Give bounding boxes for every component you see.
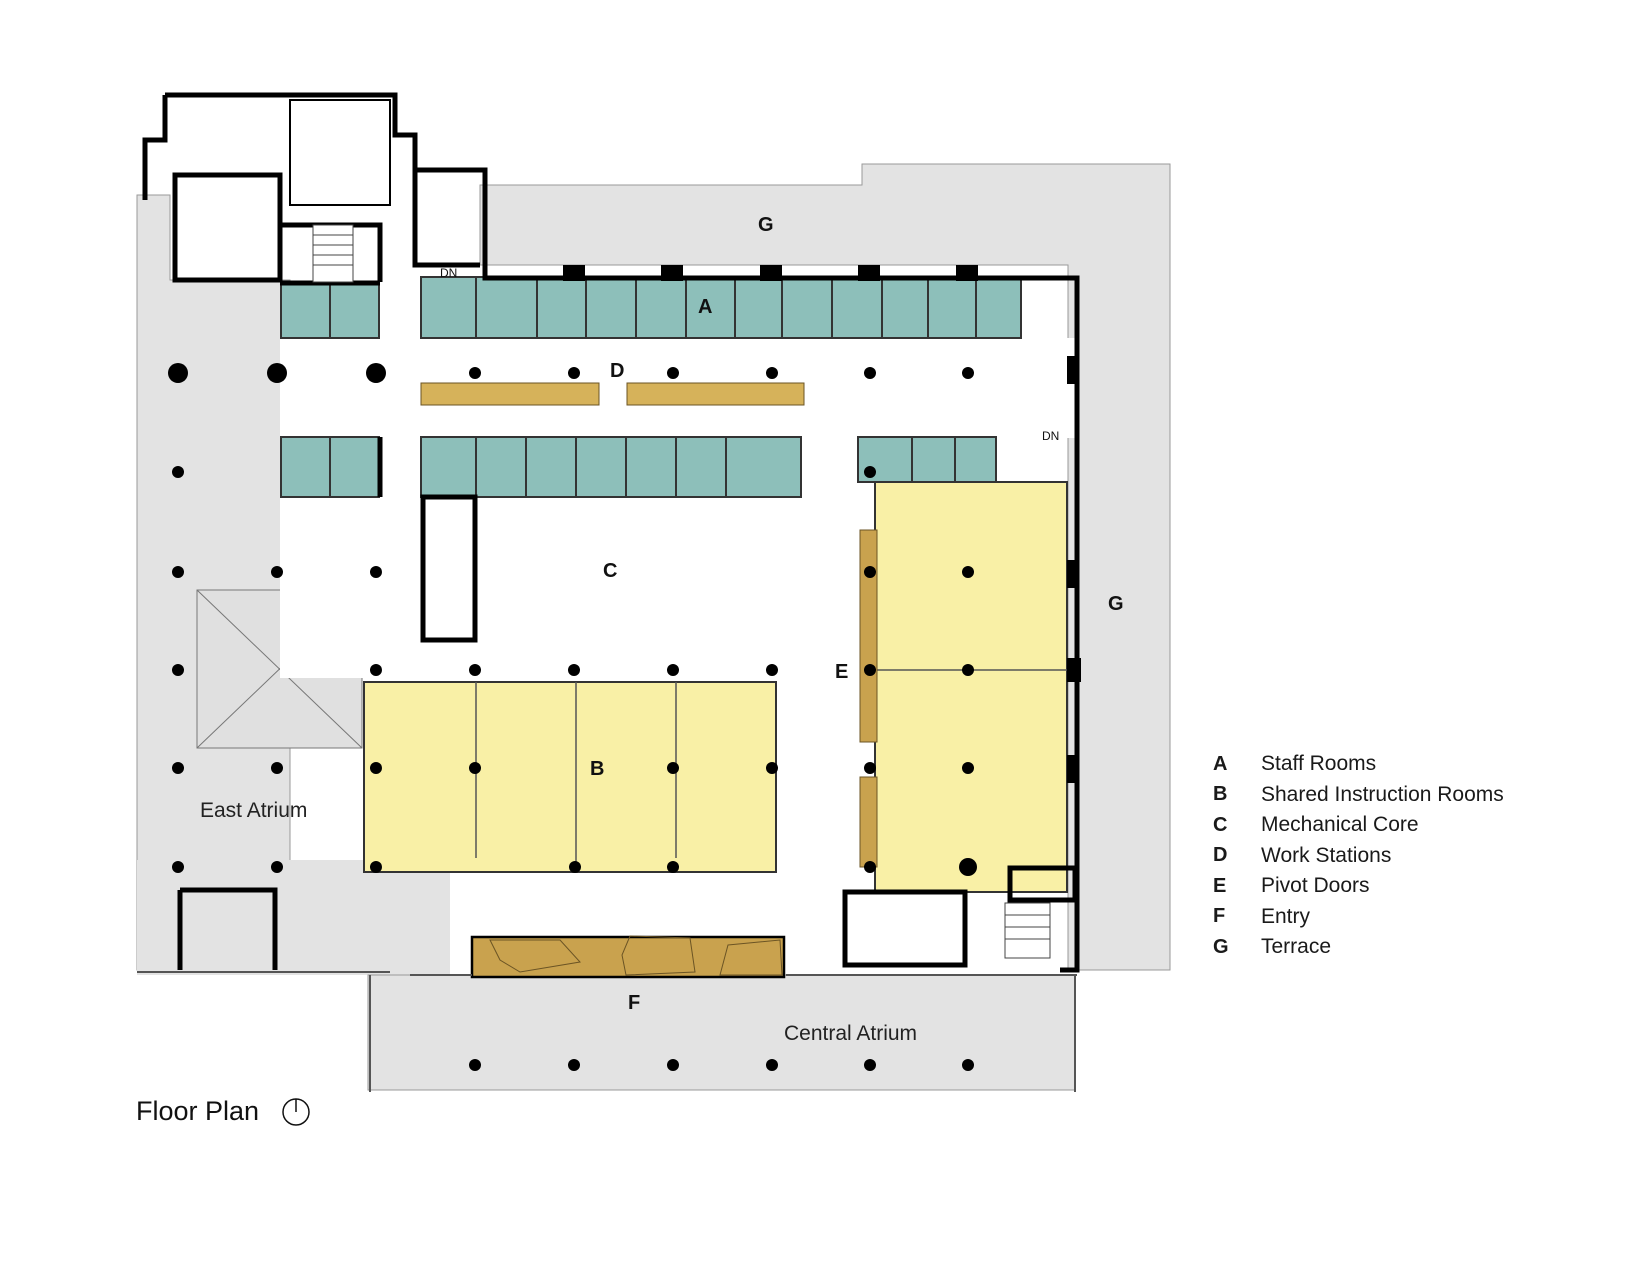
label-c: C [603, 560, 617, 582]
legend-key: F [1213, 905, 1226, 928]
legend-item: A Staff Rooms [1213, 749, 1593, 780]
legend-key: B [1213, 783, 1228, 806]
legend: A Staff Rooms B Shared Instruction Rooms… [1213, 749, 1593, 963]
label-east-atrium: East Atrium [200, 799, 307, 822]
legend-item: F Entry [1213, 902, 1593, 933]
upper-core [289, 99, 391, 206]
label-g-right: G [1108, 593, 1124, 615]
columns [168, 363, 977, 1071]
legend-item: G Terrace [1213, 932, 1593, 963]
legend-text: Mechanical Core [1261, 813, 1419, 837]
legend-text: Pivot Doors [1261, 874, 1370, 898]
legend-item: E Pivot Doors [1213, 871, 1593, 902]
legend-key: G [1213, 935, 1229, 958]
label-e: E [835, 661, 848, 683]
label-g-top: G [758, 214, 774, 236]
legend-key: D [1213, 844, 1228, 867]
walls [142, 92, 1080, 973]
label-f: F [628, 992, 640, 1014]
legend-key: E [1213, 874, 1227, 897]
legend-item: D Work Stations [1213, 841, 1593, 872]
label-central-atrium: Central Atrium [784, 1022, 917, 1045]
stair-mark-dn-2: DN [1042, 429, 1059, 443]
label-a: A [698, 296, 712, 318]
legend-item: B Shared Instruction Rooms [1213, 780, 1593, 811]
staff-room-partitions [329, 277, 977, 497]
staff-rooms [280, 276, 1022, 498]
legend-text: Work Stations [1261, 843, 1392, 867]
legend-text: Staff Rooms [1261, 752, 1377, 776]
stair-mark-dn-1: DN [440, 266, 457, 280]
plan-caption: Floor Plan [136, 1096, 311, 1127]
legend-item: C Mechanical Core [1213, 810, 1593, 841]
wall-piers [563, 265, 1081, 783]
legend-key: A [1213, 752, 1228, 775]
label-b: B [590, 758, 604, 780]
plan-title: Floor Plan [136, 1096, 260, 1126]
legend-key: C [1213, 813, 1228, 836]
stairs [312, 224, 1051, 959]
legend-text: Terrace [1261, 935, 1332, 959]
legend-text: Shared Instruction Rooms [1261, 782, 1504, 806]
label-d: D [610, 360, 624, 382]
legend-text: Entry [1261, 904, 1311, 928]
north-arrow-icon [282, 1097, 310, 1126]
exterior-wall-lines [137, 971, 1077, 1092]
wood-elements [420, 382, 878, 979]
